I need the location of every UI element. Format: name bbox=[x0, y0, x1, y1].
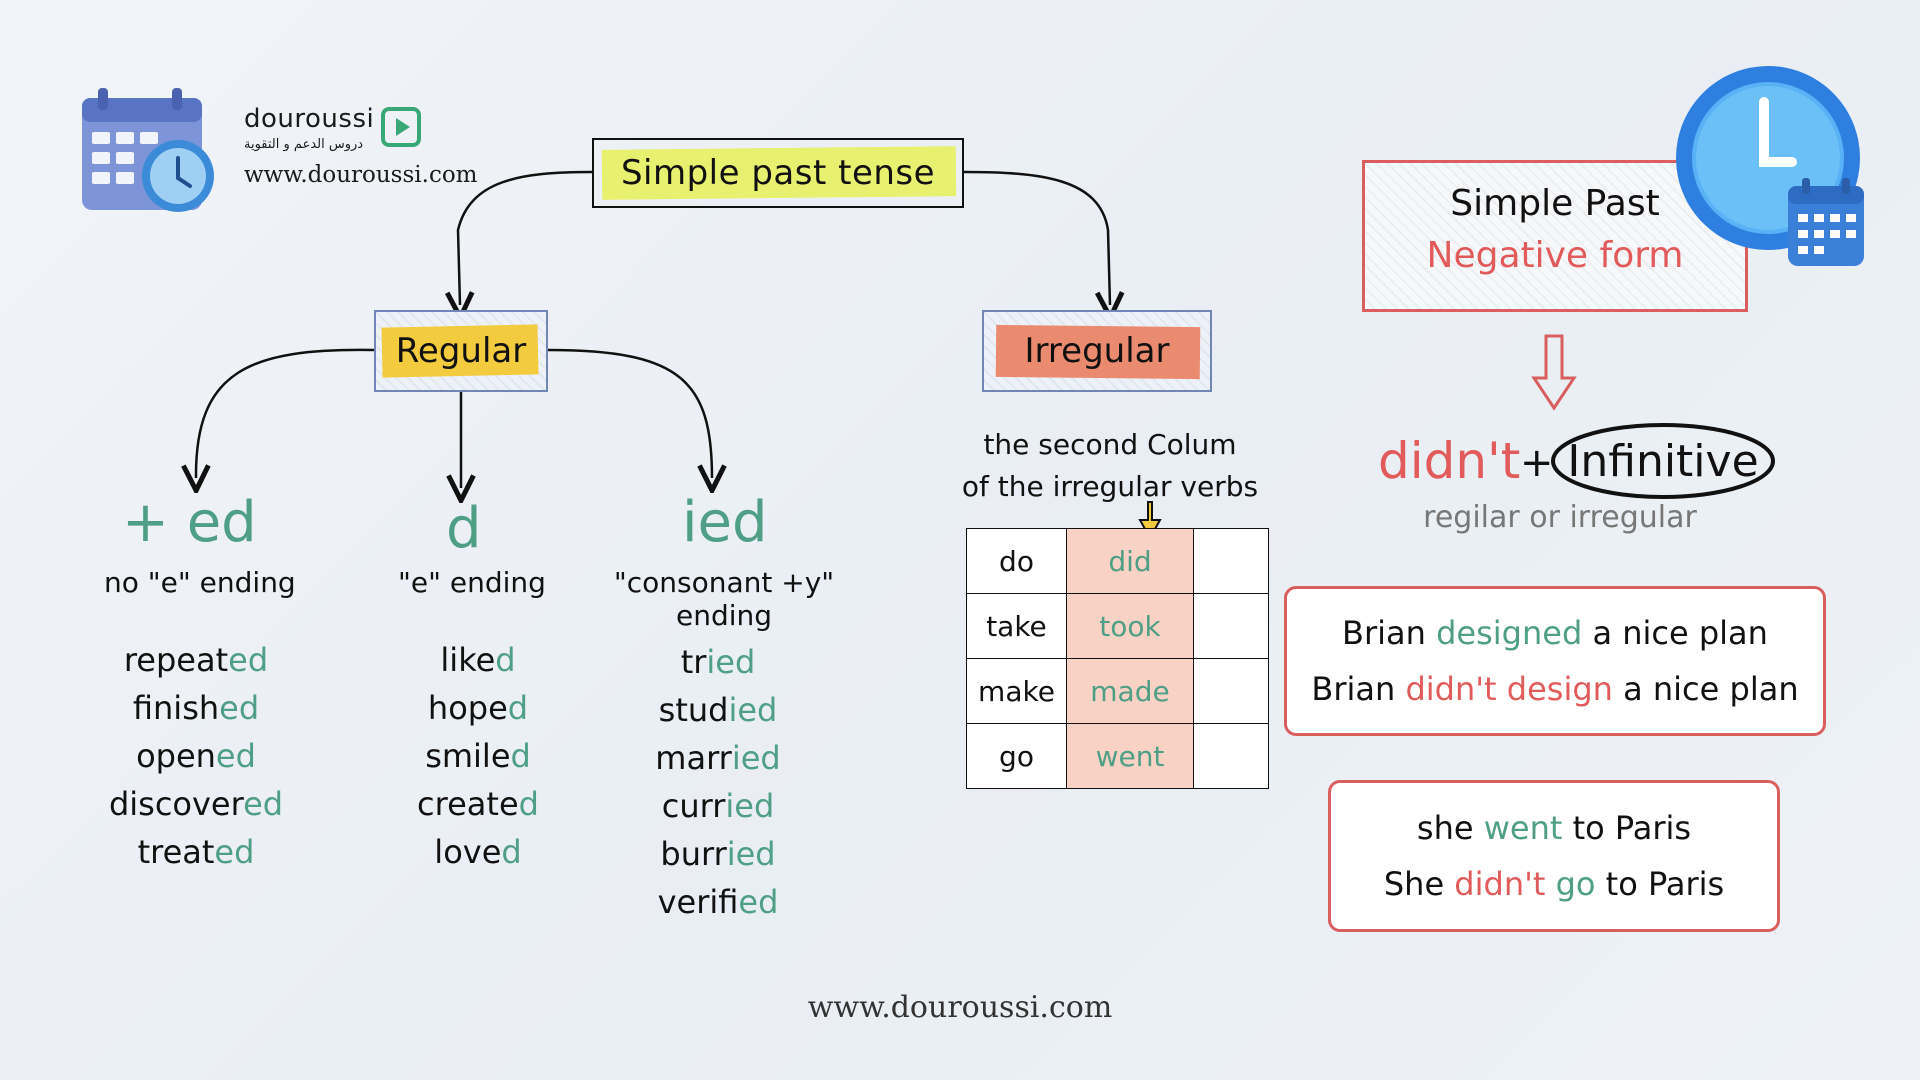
list-item: burried bbox=[660, 835, 776, 873]
root-label: Simple past tense bbox=[620, 153, 936, 193]
arrow-root-regular bbox=[458, 170, 593, 305]
example-box-2: she went to Paris She didn't go to Paris bbox=[1328, 780, 1780, 932]
table-row: go went bbox=[966, 723, 1269, 789]
formula-note: regilar or irregular bbox=[1423, 500, 1697, 535]
past-verb: took bbox=[1066, 593, 1194, 659]
d-sub: "e" ending bbox=[398, 566, 546, 599]
past-verb: went bbox=[1066, 723, 1194, 789]
empty-cell bbox=[1193, 593, 1269, 659]
arrow-regular-ed bbox=[196, 348, 375, 478]
example-line: She didn't go to Paris bbox=[1383, 865, 1725, 903]
calendar-clock-logo-icon bbox=[80, 88, 220, 214]
list-item: tried bbox=[680, 643, 756, 681]
list-item: studied bbox=[658, 691, 778, 729]
base-verb: take bbox=[966, 593, 1067, 659]
example-line: she went to Paris bbox=[1416, 809, 1692, 847]
empty-cell bbox=[1193, 528, 1269, 594]
irregular-verbs-table: do did take took make made go went bbox=[966, 528, 1269, 789]
list-item: curried bbox=[661, 787, 775, 825]
irregular-label: Irregular bbox=[1024, 331, 1170, 371]
example-line: Brian didn't design a nice plan bbox=[1311, 670, 1799, 708]
list-item: treated bbox=[137, 833, 255, 871]
table-row: make made bbox=[966, 658, 1269, 724]
list-item: verified bbox=[657, 883, 779, 921]
list-item: finished bbox=[132, 689, 260, 727]
empty-cell bbox=[1193, 723, 1269, 789]
irregular-box: Irregular bbox=[982, 310, 1212, 392]
formula-plus: + bbox=[1520, 440, 1554, 486]
ed-sub: no "e" ending bbox=[104, 566, 296, 599]
note-line: of the irregular verbs bbox=[961, 470, 1259, 503]
base-verb: do bbox=[966, 528, 1067, 594]
formula-infinitive: Infinitive bbox=[1567, 435, 1759, 487]
ied-sub: "consonant +y" ending bbox=[613, 566, 835, 632]
ed-head: + ed bbox=[122, 490, 257, 555]
irregular-note: the second Colum of the irregular verbs bbox=[950, 424, 1270, 508]
footer-url: www.douroussi.com bbox=[807, 990, 1113, 1025]
formula-didnt: didn't bbox=[1378, 432, 1521, 490]
down-arrow bbox=[1531, 334, 1577, 411]
arrow-regular-ied bbox=[547, 348, 712, 478]
clock-calendar-icon bbox=[1672, 62, 1872, 272]
list-item: liked bbox=[440, 641, 516, 679]
negative-subtitle: Negative form bbox=[1426, 235, 1684, 276]
regular-box: Regular bbox=[374, 310, 548, 392]
past-verb: did bbox=[1066, 528, 1194, 594]
list-item: created bbox=[417, 785, 539, 823]
d-verb-list: liked hoped smiled created loved bbox=[378, 636, 578, 876]
past-verb: made bbox=[1066, 658, 1194, 724]
d-head: d bbox=[446, 496, 482, 561]
table-row: take took bbox=[966, 593, 1269, 659]
arrow-root-irregular bbox=[963, 170, 1110, 305]
ied-head: ied bbox=[682, 490, 768, 555]
empty-cell bbox=[1193, 658, 1269, 724]
list-item: married bbox=[655, 739, 781, 777]
infinitive-circle bbox=[1551, 423, 1775, 499]
list-item: discovered bbox=[108, 785, 284, 823]
list-item: hoped bbox=[427, 689, 529, 727]
example-box-1: Brian designed a nice plan Brian didn't … bbox=[1284, 586, 1826, 736]
brand-url: www.douroussi.com bbox=[244, 162, 478, 188]
base-verb: make bbox=[966, 658, 1067, 724]
ied-verb-list: tried studied married curried burried ve… bbox=[618, 638, 818, 926]
list-item: repeated bbox=[123, 641, 269, 679]
example-line: Brian designed a nice plan bbox=[1342, 614, 1768, 652]
brand-name: douroussi bbox=[244, 104, 375, 134]
list-item: loved bbox=[434, 833, 522, 871]
negative-title: Simple Past bbox=[1450, 183, 1660, 224]
play-icon bbox=[380, 106, 422, 148]
regular-label: Regular bbox=[395, 331, 527, 371]
table-row: do did bbox=[966, 528, 1269, 594]
ed-verb-list: repeated finished opened discovered trea… bbox=[96, 636, 296, 876]
list-item: smiled bbox=[425, 737, 531, 775]
note-line: the second Colum bbox=[983, 428, 1237, 461]
list-item: opened bbox=[136, 737, 256, 775]
root-box: Simple past tense bbox=[592, 138, 964, 208]
base-verb: go bbox=[966, 723, 1067, 789]
brand-tagline: دروس الدعم و التقوية bbox=[244, 137, 364, 152]
